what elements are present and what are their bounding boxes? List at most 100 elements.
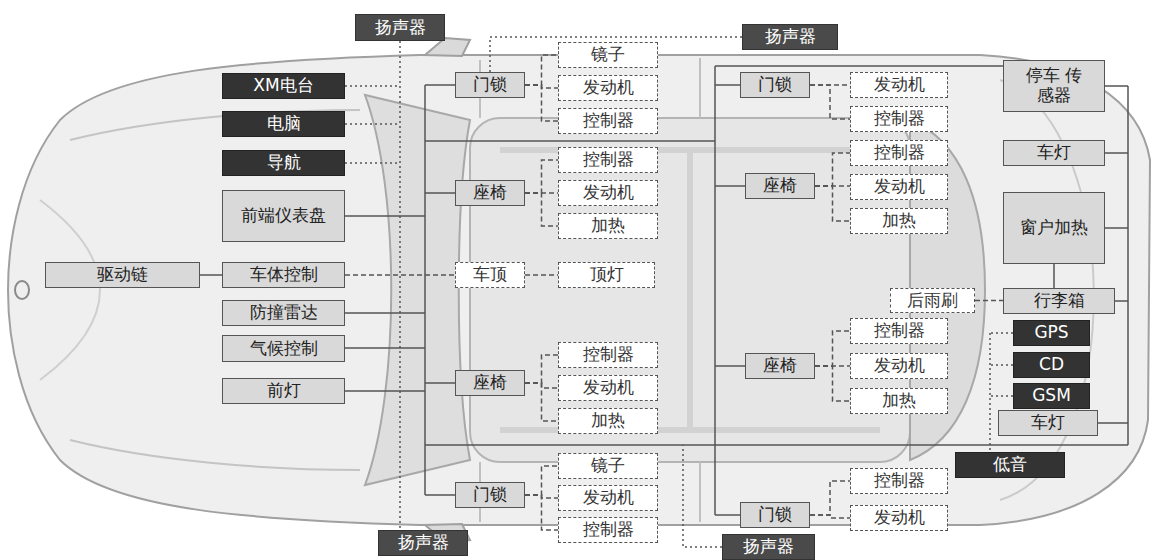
box-label: 控制器 bbox=[583, 150, 634, 170]
box-label: 控制器 bbox=[583, 111, 634, 131]
component-box: 加热 bbox=[558, 213, 658, 239]
wire bbox=[715, 65, 1003, 67]
box-label: 加热 bbox=[882, 211, 916, 231]
module-box: 座椅 bbox=[455, 180, 525, 206]
box-label: 门锁 bbox=[473, 75, 507, 95]
component-box: 加热 bbox=[850, 208, 948, 234]
box-label: 电脑 bbox=[267, 114, 301, 134]
box-label: 气候控制 bbox=[250, 339, 318, 359]
box-label: 发动机 bbox=[874, 177, 925, 197]
connector bbox=[975, 300, 1003, 302]
component-box: 控制器 bbox=[558, 147, 658, 173]
hood-line bbox=[40, 200, 100, 380]
module-box: 前端仪表盘 bbox=[222, 190, 345, 242]
box-label: 座椅 bbox=[473, 183, 507, 203]
connector bbox=[1053, 264, 1055, 288]
connector bbox=[810, 481, 850, 515]
box-label: 发动机 bbox=[583, 488, 634, 508]
wire bbox=[424, 85, 426, 495]
wire bbox=[345, 216, 425, 391]
component-box: 控制器 bbox=[850, 468, 948, 494]
dotted-wire bbox=[490, 37, 742, 72]
module-box: 行李箱 bbox=[1003, 288, 1115, 314]
box-label: 车灯 bbox=[1037, 143, 1071, 163]
box-label: 驱动链 bbox=[97, 265, 148, 285]
box-label: 发动机 bbox=[874, 75, 925, 95]
hood-line bbox=[70, 110, 360, 140]
connector bbox=[525, 383, 558, 421]
car-body bbox=[8, 55, 1150, 525]
device-box: CD bbox=[1013, 352, 1090, 378]
module-box: 车灯 bbox=[998, 410, 1098, 436]
box-label: 镜子 bbox=[591, 45, 625, 65]
connector bbox=[810, 85, 850, 119]
module-box: 防撞雷达 bbox=[222, 300, 345, 326]
component-box: 控制器 bbox=[558, 517, 658, 543]
connector bbox=[815, 186, 850, 221]
connector bbox=[810, 515, 850, 518]
component-box: 发动机 bbox=[850, 72, 948, 98]
box-label: 座椅 bbox=[473, 373, 507, 393]
device-box: GSM bbox=[1013, 383, 1090, 409]
module-box: 气候控制 bbox=[222, 335, 345, 362]
module-box: 门锁 bbox=[455, 482, 525, 508]
windshield bbox=[365, 95, 470, 485]
component-box: 加热 bbox=[558, 408, 658, 434]
module-box: 前灯 bbox=[222, 378, 345, 404]
box-label: 门锁 bbox=[758, 505, 792, 525]
component-box: 顶灯 bbox=[558, 262, 655, 288]
dotted-wire bbox=[345, 86, 400, 163]
dotted-wire bbox=[399, 41, 401, 530]
connector bbox=[525, 193, 558, 226]
module-box: 停车 传感器 bbox=[1003, 60, 1105, 112]
box-label: 防撞雷达 bbox=[250, 303, 318, 323]
component-box: 发动机 bbox=[558, 75, 658, 101]
component-box: 发动机 bbox=[850, 353, 948, 379]
box-label: 扬声器 bbox=[765, 27, 816, 47]
box-label: 后雨刷 bbox=[907, 291, 958, 311]
module-box: 门锁 bbox=[740, 502, 810, 528]
box-label: 控制器 bbox=[874, 109, 925, 129]
component-box: 控制器 bbox=[850, 318, 948, 344]
box-label: 镜子 bbox=[591, 456, 625, 476]
box-label: GSM bbox=[1032, 386, 1071, 406]
connector bbox=[345, 274, 455, 276]
box-label: CD bbox=[1039, 355, 1064, 375]
connector bbox=[815, 331, 850, 366]
box-label: 门锁 bbox=[473, 485, 507, 505]
roof bbox=[470, 118, 910, 462]
component-box: 发动机 bbox=[850, 174, 948, 200]
module-box: 座椅 bbox=[745, 353, 815, 379]
connector bbox=[525, 85, 558, 121]
wire bbox=[715, 85, 745, 515]
box-label: 发动机 bbox=[874, 508, 925, 528]
component-box: 发动机 bbox=[850, 505, 948, 531]
roof-rail bbox=[500, 150, 880, 430]
box-label: 车灯 bbox=[1031, 413, 1065, 433]
box-label: 顶灯 bbox=[590, 265, 624, 285]
box-label: 加热 bbox=[882, 391, 916, 411]
hood-line bbox=[70, 440, 360, 470]
box-label: 门锁 bbox=[758, 75, 792, 95]
component-box: 镜子 bbox=[558, 453, 658, 479]
connector bbox=[525, 355, 558, 383]
module-box: 车体控制 bbox=[222, 262, 345, 288]
box-label: 前端仪表盘 bbox=[241, 206, 326, 226]
wire bbox=[425, 444, 1128, 446]
box-label: 控制器 bbox=[583, 345, 634, 365]
module-box: 门锁 bbox=[455, 72, 525, 98]
box-label: 发动机 bbox=[874, 356, 925, 376]
box-label: 窗户加热 bbox=[1020, 218, 1088, 238]
box-label: 控制器 bbox=[583, 520, 634, 540]
device-box: GPS bbox=[1013, 320, 1090, 346]
connector bbox=[525, 160, 558, 193]
speaker-box: 扬声器 bbox=[742, 24, 838, 50]
device-box: 低音 bbox=[955, 452, 1065, 478]
box-label: 车体控制 bbox=[250, 265, 318, 285]
component-box: 控制器 bbox=[850, 106, 948, 132]
logo bbox=[15, 281, 29, 299]
connector bbox=[200, 274, 222, 276]
bus-wires bbox=[345, 66, 1128, 515]
box-label: 车顶 bbox=[473, 265, 507, 285]
